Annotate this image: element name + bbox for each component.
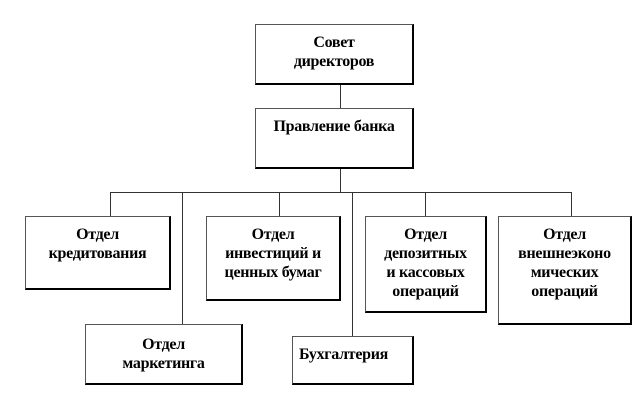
node-deposit-dept: Отдел депозитных и кассовых операций [365, 216, 487, 313]
node-marketing-dept: Отдел маркетинга [85, 324, 243, 385]
node-label: Отдел [76, 226, 119, 243]
node-label: Отдел [543, 226, 586, 243]
node-label: внешнеэконо [518, 245, 611, 262]
node-label: мических [530, 264, 599, 281]
node-label: Отдел [251, 226, 295, 243]
node-label: кредитования [48, 245, 147, 262]
node-board-of-directors: Совет директоров [255, 24, 414, 85]
node-label: Правление банка [273, 118, 395, 135]
node-label: Отдел [142, 336, 185, 353]
node-label: директоров [293, 53, 375, 70]
node-management-board: Правление банка [255, 108, 414, 169]
node-label: операций [392, 283, 459, 300]
node-accounting: Бухгалтерия [292, 336, 414, 385]
connector-credit [110, 192, 111, 216]
node-label: Отдел [404, 226, 447, 243]
node-label: ценных бумаг [224, 264, 322, 281]
node-label: Бухгалтерия [299, 346, 388, 363]
connector-bus [110, 192, 572, 193]
node-label: операций [531, 283, 598, 300]
node-label: Совет [313, 34, 355, 51]
connector-board-management [340, 84, 341, 108]
connector-marketing [182, 192, 183, 324]
node-credit-dept: Отдел кредитования [25, 216, 171, 290]
node-label: маркетинга [122, 355, 205, 372]
node-investment-dept: Отдел инвестиций и ценных бумаг [206, 216, 341, 301]
connector-foreign [571, 192, 572, 216]
connector-deposit [425, 192, 426, 216]
node-label: депозитных [384, 245, 467, 262]
node-label: и кассовых [386, 264, 465, 281]
connector-investment [279, 192, 280, 216]
connector-management-bus [340, 168, 341, 192]
node-foreign-econ-dept: Отдел внешнеэконо мических операций [498, 216, 632, 325]
connector-accounting [352, 192, 353, 336]
node-label: инвестиций и [225, 245, 321, 262]
